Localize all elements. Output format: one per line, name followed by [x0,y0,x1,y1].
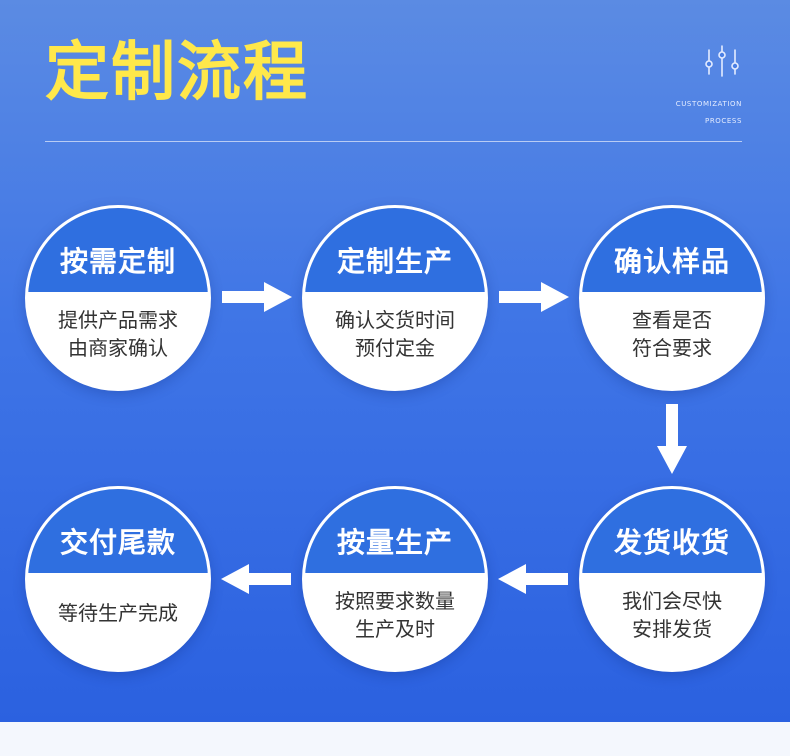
step-4-line-1: 我们会尽快 [622,589,722,613]
step-2-title: 定制生产 [305,208,485,292]
arrow-left-icon [221,564,291,594]
arrow-down-icon [657,404,687,474]
arrow-left-icon [498,564,568,594]
process-panel: 定制流程 CUSTOMIZATION PROCESS 按需定制 提供产品需求 由… [0,0,790,722]
step-3-circle: 确认样品 查看是否 符合要求 [579,205,765,391]
step-4-title: 发货收货 [582,489,762,573]
step-2-line-2: 预付定金 [355,336,435,360]
step-5-description: 按照要求数量 生产及时 [305,587,485,643]
step-6-circle: 交付尾款 等待生产完成 [25,486,211,672]
header-divider [45,141,742,142]
subtitle: CUSTOMIZATION PROCESS [676,96,742,130]
step-4-description: 我们会尽快 安排发货 [582,587,762,643]
step-3-line-1: 查看是否 [632,308,712,332]
step-5-title: 按量生产 [305,489,485,573]
step-5-circle: 按量生产 按照要求数量 生产及时 [302,486,488,672]
arrow-right-icon [222,282,292,312]
step-1-title: 按需定制 [28,208,208,292]
step-6-line-1: 等待生产完成 [58,601,178,625]
step-2-description: 确认交货时间 预付定金 [305,306,485,362]
page-title: 定制流程 [45,36,309,110]
step-1-line-2: 由商家确认 [68,336,168,360]
step-5-line-2: 生产及时 [355,617,435,641]
step-3-line-2: 符合要求 [632,336,712,360]
step-3-title: 确认样品 [582,208,762,292]
step-4-line-2: 安排发货 [632,617,712,641]
step-1-description: 提供产品需求 由商家确认 [28,306,208,362]
step-1-circle: 按需定制 提供产品需求 由商家确认 [25,205,211,391]
step-4-circle: 发货收货 我们会尽快 安排发货 [579,486,765,672]
step-1-line-1: 提供产品需求 [58,308,178,332]
step-6-description: 等待生产完成 [28,599,208,627]
step-6-title: 交付尾款 [28,489,208,573]
step-5-line-1: 按照要求数量 [335,589,455,613]
subtitle-line-1: CUSTOMIZATION [675,100,742,108]
step-2-circle: 定制生产 确认交货时间 预付定金 [302,205,488,391]
step-2-line-1: 确认交货时间 [335,308,455,332]
subtitle-line-2: PROCESS [705,117,742,125]
equalizer-icon [705,45,739,77]
step-3-description: 查看是否 符合要求 [582,306,762,362]
arrow-right-icon [499,282,569,312]
